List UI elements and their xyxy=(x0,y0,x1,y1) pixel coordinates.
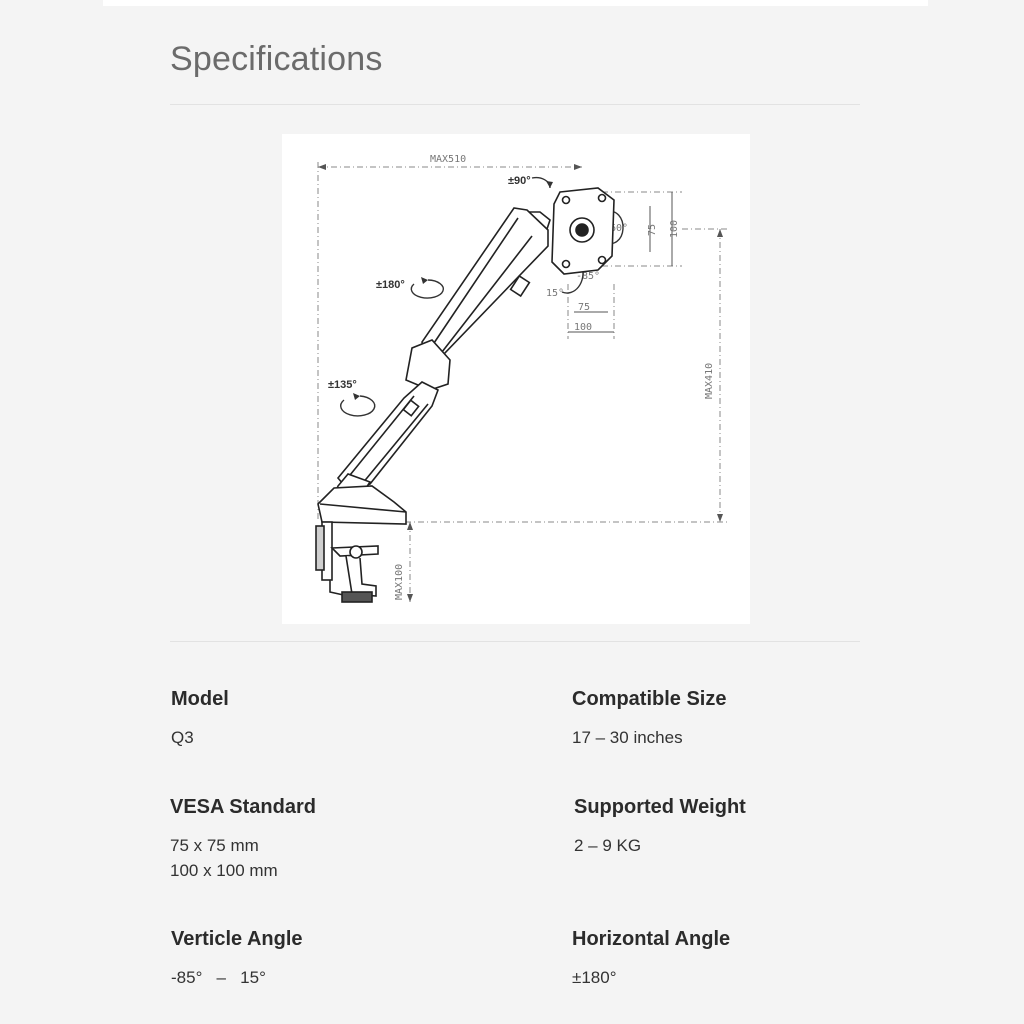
spec-horizontal-angle: Horizontal Angle ±180° xyxy=(572,928,892,990)
base-swivel-arrow-icon xyxy=(340,395,376,417)
vesa-large-width-label: 100 xyxy=(574,322,592,333)
spec-vesa-label: VESA Standard xyxy=(170,796,316,818)
vesa-small-width-label: 75 xyxy=(578,302,590,313)
spec-vertical-angle-value: -85° – 15° xyxy=(171,968,266,987)
spec-horizontal-angle-value: ±180° xyxy=(572,968,617,987)
desk-base xyxy=(317,485,407,525)
max-reach-label: MAX510 xyxy=(430,154,466,165)
vesa-plate xyxy=(551,187,615,275)
tilt-top-label: ±90° xyxy=(508,175,531,187)
top-strip xyxy=(103,0,928,6)
arm-swivel-arrow-icon xyxy=(410,279,444,299)
spec-vertical-angle-label: Verticle Angle xyxy=(171,928,303,950)
spec-compatible-size-label: Compatible Size xyxy=(572,688,727,710)
page-title: Specifications xyxy=(170,40,383,78)
vesa-large-height-label: 100 xyxy=(669,220,680,238)
title-divider xyxy=(170,104,860,105)
spec-supported-weight: Supported Weight 2 – 9 KG xyxy=(574,796,894,858)
vesa-small-height-label: 75 xyxy=(647,224,658,236)
monitor-arm-diagram: MAX510 MAX410 MAX100 75 100 75 100 ±90° … xyxy=(282,134,750,624)
arm-swivel-label: ±180° xyxy=(376,279,405,291)
spec-model-label: Model xyxy=(171,688,229,710)
tilt-up-label: 15° xyxy=(546,288,564,299)
spec-horizontal-angle-label: Horizontal Angle xyxy=(572,928,731,950)
diagram-divider xyxy=(170,641,860,642)
spec-vertical-angle: Verticle Angle -85° – 15° xyxy=(171,928,491,990)
spec-weight-value: 2 – 9 KG xyxy=(574,836,642,855)
monitor-arm xyxy=(332,207,551,497)
spec-model: Model Q3 xyxy=(171,688,491,750)
rotation-label: 360° xyxy=(604,223,628,234)
spec-weight-label: Supported Weight xyxy=(574,796,746,818)
tilt-down-label: -85° xyxy=(576,271,600,282)
spec-vesa-value: 75 x 75 mm 100 x 100 mm xyxy=(170,836,278,880)
spec-vesa-standard: VESA Standard 75 x 75 mm 100 x 100 mm xyxy=(170,796,490,883)
base-swivel-label: ±135° xyxy=(328,379,357,391)
max-clamp-label: MAX100 xyxy=(394,564,405,600)
spec-compatible-size: Compatible Size 17 – 30 inches xyxy=(572,688,892,750)
desk-clamp xyxy=(315,521,379,603)
spec-model-value: Q3 xyxy=(171,728,194,747)
max-height-label: MAX410 xyxy=(704,363,715,399)
spec-compatible-size-value: 17 – 30 inches xyxy=(572,728,683,747)
